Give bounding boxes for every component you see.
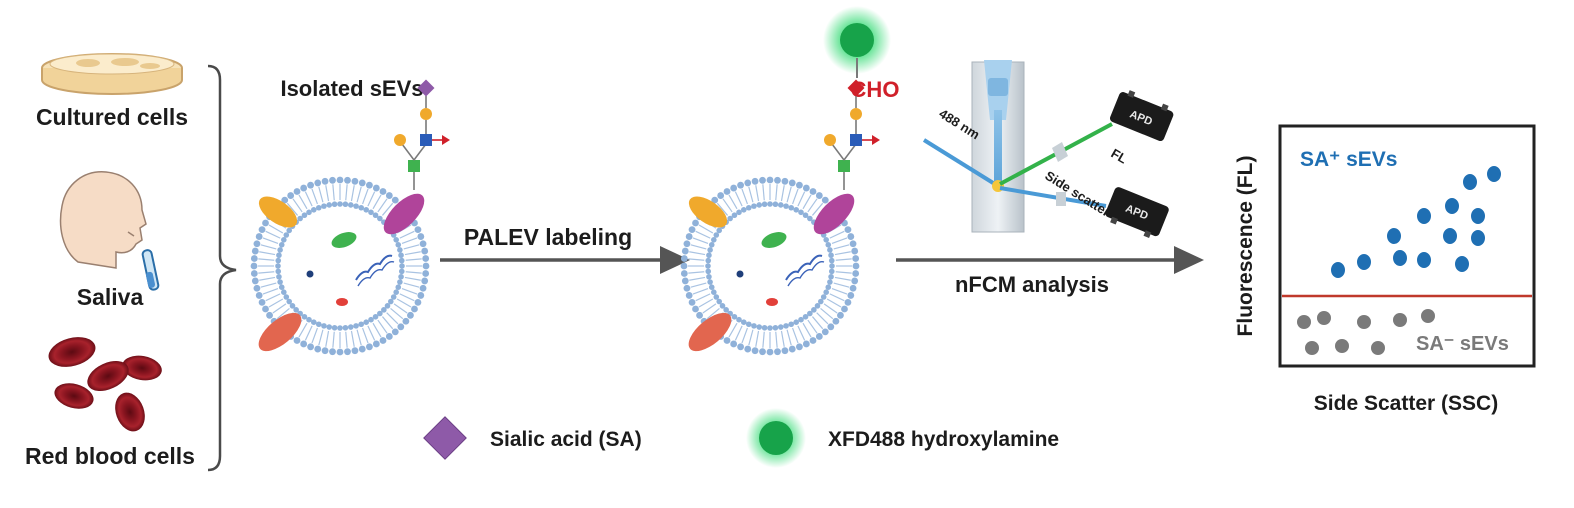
fl-filter bbox=[1052, 142, 1068, 162]
sa-positive-point bbox=[1417, 208, 1431, 224]
sa-negative-point bbox=[1317, 311, 1331, 325]
sa-positive-point bbox=[1393, 250, 1407, 266]
sa-negative-point bbox=[1335, 339, 1349, 353]
apd-detector-fl-icon: APD bbox=[1110, 90, 1174, 142]
fl-label: FL bbox=[1109, 146, 1130, 167]
ssc-beam bbox=[999, 186, 1107, 208]
sa-negative-point bbox=[1305, 341, 1319, 355]
sa-positive-point bbox=[1471, 208, 1485, 224]
isolated-sev-vesicle bbox=[250, 79, 450, 356]
sa-positive-point bbox=[1417, 252, 1431, 268]
sa-negative-point bbox=[1421, 309, 1435, 323]
saliva-label: Saliva bbox=[77, 284, 144, 310]
petri-dish-icon bbox=[41, 53, 183, 95]
side-scatter-label: Side scatter bbox=[1042, 168, 1112, 220]
saliva-tube-icon bbox=[141, 249, 160, 291]
nfcm-analysis-label: nFCM analysis bbox=[955, 272, 1109, 297]
sa-negative-point bbox=[1371, 341, 1385, 355]
cultured-cells-label: Cultured cells bbox=[36, 104, 188, 130]
nfcm-arrow bbox=[896, 246, 1204, 274]
sa-negative-point bbox=[1297, 315, 1311, 329]
palev-labeling-label: PALEV labeling bbox=[464, 224, 632, 250]
x-axis-label: Side Scatter (SSC) bbox=[1314, 392, 1498, 415]
sialic-acid-legend-icon bbox=[423, 416, 467, 460]
human-head-icon bbox=[59, 171, 147, 269]
sa-positive-point bbox=[1487, 166, 1501, 182]
sa-positive-point bbox=[1445, 198, 1459, 214]
apd-detector-ssc-icon: APD bbox=[1105, 187, 1169, 239]
sa-positive-point bbox=[1357, 254, 1371, 270]
red-blood-cells-label: Red blood cells bbox=[25, 443, 195, 469]
sa-negative-label: SA⁻ sEVs bbox=[1416, 333, 1509, 355]
sa-positive-point bbox=[1443, 228, 1457, 244]
red-blood-cells-icon bbox=[48, 337, 162, 432]
palev-arrow bbox=[440, 246, 690, 274]
labeled-sev-vesicle bbox=[680, 79, 880, 356]
sa-positive-point bbox=[1463, 174, 1477, 190]
ssc-filter bbox=[1056, 192, 1066, 206]
sa-positive-point bbox=[1331, 262, 1345, 278]
flow-nozzle-icon bbox=[971, 60, 1025, 233]
scatter-points bbox=[1297, 166, 1501, 355]
sa-positive-label: SA⁺ sEVs bbox=[1300, 148, 1397, 171]
sialic-acid-legend-label: Sialic acid (SA) bbox=[490, 428, 642, 451]
isolated-sevs-label: Isolated sEVs bbox=[280, 76, 423, 101]
sa-positive-point bbox=[1455, 256, 1469, 272]
grouping-bracket bbox=[207, 64, 237, 472]
y-axis-label: Fluorescence (FL) bbox=[1234, 156, 1257, 337]
plot-frame bbox=[1278, 124, 1536, 368]
sa-positive-point bbox=[1387, 228, 1401, 244]
dye-legend-label: XFD488 hydroxylamine bbox=[828, 428, 1059, 451]
sa-positive-point bbox=[1471, 230, 1485, 246]
sa-negative-point bbox=[1357, 315, 1371, 329]
sa-negative-point bbox=[1393, 313, 1407, 327]
laser-beam bbox=[922, 138, 1000, 188]
dye-glow-icon bbox=[823, 6, 891, 74]
dye-legend-icon bbox=[746, 408, 806, 468]
